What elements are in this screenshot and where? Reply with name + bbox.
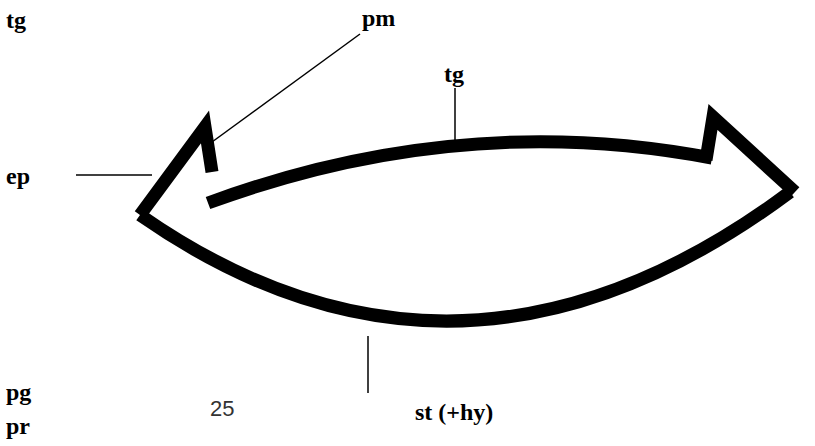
region-label: tg: [6, 8, 26, 32]
region-label: pg: [6, 380, 31, 404]
sternum-outline: [140, 192, 790, 321]
leader-line: [212, 34, 360, 142]
leader-line: [367, 336, 369, 393]
figure-number: 25: [210, 398, 234, 420]
part-label: tg: [444, 62, 464, 86]
leader-line: [76, 174, 152, 176]
tergum-outline: [208, 142, 712, 203]
right-pleuron-outline: [706, 117, 795, 192]
part-label: pm: [362, 6, 395, 30]
region-label: pr: [6, 414, 30, 438]
left-pleuron-outline: [140, 127, 212, 215]
part-label: ep: [6, 164, 30, 188]
leader-line: [454, 88, 456, 148]
part-label: st (+hy): [415, 400, 493, 424]
